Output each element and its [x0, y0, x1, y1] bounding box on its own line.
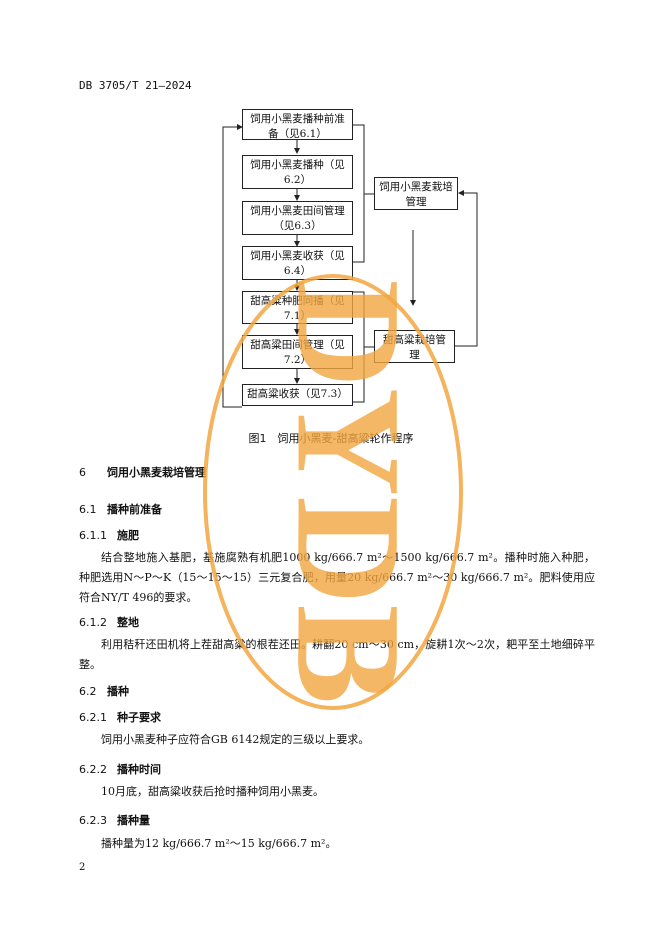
paragraph-6-2-1: 饲用小黑麦种子应符合GB 6142规定的三级以上要求。 — [101, 733, 370, 746]
flowchart: 饲用小黑麦播种前准备（见6.1） 饲用小黑麦播种（见6.2） 饲用小黑麦田间管理… — [0, 0, 662, 430]
flow-box-field-management: 饲用小黑麦田间管理（见6.3） — [242, 201, 353, 235]
paragraph-6-1-2: 利用秸秆还田机将上茬甜高粱的根茬还田。耕翻20 cm～30 cm，旋耕1次～2次… — [79, 638, 595, 671]
document-code: DB 3705/T 21—2024 — [79, 79, 192, 92]
figure-caption: 图1 饲用小黑麦-甜高粱轮作程序 — [248, 432, 414, 445]
paragraph-6-2-3: 播种量为12 kg/666.7 m²～15 kg/666.7 m²。 — [101, 837, 337, 850]
flow-box-sowing: 饲用小黑麦播种（见6.2） — [242, 155, 353, 189]
flow-box-sorghum-management: 甜高粱田间管理（见7.2） — [242, 335, 353, 369]
paragraph-6-1-1: 结合整地施入基肥，基施腐熟有机肥1000 kg/666.7 m²～1500 kg… — [79, 551, 595, 604]
paragraph-6-2-2: 10月底，甜高粱收获后抢时播种饲用小黑麦。 — [101, 785, 324, 798]
flow-box-sorghum-harvest: 甜高粱收获（见7.3） — [242, 384, 353, 406]
flow-box-sorghum-sowing: 甜高粱种肥同播（见7.1） — [242, 291, 353, 324]
flow-box-harvest: 饲用小黑麦收获（见6.4） — [242, 246, 353, 280]
flow-box-triticale-cultivation: 饲用小黑麦栽培管理 — [374, 177, 458, 210]
flow-box-prepare: 饲用小黑麦播种前准备（见6.1） — [242, 109, 353, 140]
flow-box-sorghum-cultivation: 甜高粱栽培管理 — [374, 330, 455, 363]
page-number: 2 — [79, 862, 86, 873]
